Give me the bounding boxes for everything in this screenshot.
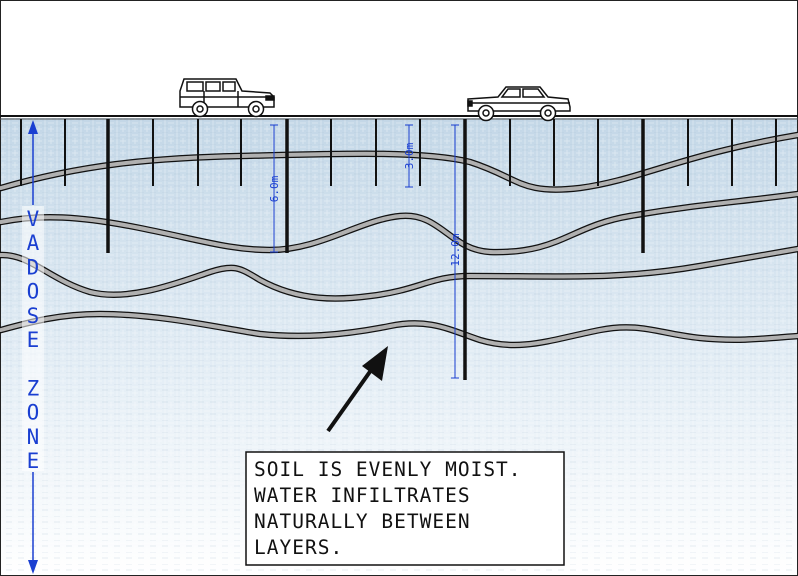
note-line-3: NATURALLY BETWEEN [254,510,471,533]
sedan-icon [467,86,571,122]
vadose-zone-letter: E [27,328,40,352]
dimension-label-6m: 6.0m [268,175,281,202]
layer-2 [0,190,798,256]
layer-4 [0,310,798,349]
vadose-zone-letter: E [27,449,40,473]
note-box: SOIL IS EVENLY MOIST. WATER INFILTRATES … [245,451,565,566]
dimension-label-12m: 12.0m [449,233,462,266]
vadose-zone-letter: Z [27,376,40,400]
layer-1 [0,131,798,193]
vadose-zone-letter: A [27,231,40,255]
vadose-zone-letter: S [27,304,40,328]
note-line-2: WATER INFILTRATES [254,484,471,507]
dimension-12m: 12.0m [449,124,462,379]
arrow-icon [326,346,388,433]
layer-3 [0,245,798,302]
soil-layers [0,131,798,349]
vadose-zone-letter: O [27,401,40,425]
vadose-zone-letter: N [27,425,40,449]
probe-lines [20,119,777,380]
vadose-zone-letter: D [27,255,40,279]
note-line-4: LAYERS. [254,536,343,559]
vadose-zone-letter: V [27,207,40,231]
dimension-6m: 6.0m [268,124,281,253]
note-line-1: SOIL IS EVENLY MOIST. [254,458,522,481]
suv-icon [179,78,275,118]
dimension-label-3m: 3.0m [403,142,416,169]
dimension-3m: 3.0m [403,124,416,188]
vadose-zone-letter: O [27,280,40,304]
